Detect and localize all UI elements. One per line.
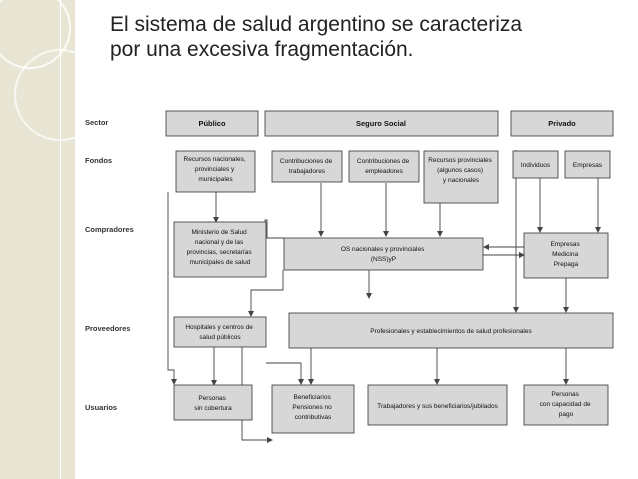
box-ministerio-salud: Ministerio de Salud nacional y de las pr… <box>173 221 267 278</box>
box-os-nacionales: OS nacionales y provinciales (NSS)yP <box>283 237 484 271</box>
profesionales-text: Profesionales y establecimientos de salu… <box>370 328 532 335</box>
individuos-text: Individuos <box>521 162 551 169</box>
slide-title: El sistema de salud argentino se caracte… <box>110 12 630 62</box>
box-empresas: Empresas <box>564 150 611 179</box>
box-trabajadores: Trabajadores y sus beneficiarios/jubilad… <box>367 384 508 426</box>
sector-publico: Público <box>165 110 259 137</box>
contribuciones-trabajadores-text: Contribuciones de trabajadores <box>280 158 334 175</box>
row-label-fondos: Fondos <box>85 156 112 165</box>
decorative-circles <box>0 0 75 141</box>
title-line-1: El sistema de salud argentino se caracte… <box>110 13 523 36</box>
row-label-sector: Sector <box>85 118 108 127</box>
row-label-usuarios: Usuarios <box>85 403 117 412</box>
trabajadores-text: Trabajadores y sus beneficiarios/jubilad… <box>377 403 499 410</box>
box-recursos-provinciales: Recursos provinciales (algunos casos) y … <box>423 150 499 204</box>
box-hospitales: Hospitales y centros de salud públicos <box>173 316 267 348</box>
row-label-proveedores: Proveedores <box>85 324 130 333</box>
ministerio-salud-text: Ministerio de Salud nacional y de las pr… <box>187 229 254 266</box>
capacidad-pago-text: Personas con capacidad de pago <box>540 391 593 418</box>
connectors <box>167 150 601 443</box>
decorative-sidebar <box>0 0 75 479</box>
empresas-prepaga-text: Empresas Medicina Prepaga <box>550 241 581 268</box>
box-profesionales: Profesionales y establecimientos de salu… <box>288 312 614 349</box>
sector-seguro-social: Seguro Social <box>264 110 499 137</box>
sector-publico-label: Público <box>198 119 226 128</box>
empresas-text: Empresas <box>573 162 603 169</box>
sidebar-divider <box>60 0 61 479</box>
box-beneficiarios: Beneficiarios Pensiones no contributivas <box>271 384 355 434</box>
box-sin-cobertura: Personas sin cobertura <box>173 384 253 421</box>
title-line-2: por una excesiva fragmentación. <box>110 38 414 61</box>
row-label-compradores: Compradores <box>85 225 134 234</box>
sector-seguro-social-label: Seguro Social <box>356 119 406 128</box>
box-capacidad-pago: Personas con capacidad de pago <box>523 384 609 426</box>
beneficiarios-text: Beneficiarios Pensiones no contributivas <box>292 394 333 421</box>
recursos-nacionales-text: Recursos nacionales, provinciales y muni… <box>184 156 248 183</box>
hospitales-text: Hospitales y centros de salud públicos <box>185 324 254 341</box>
box-contribuciones-trabajadores: Contribuciones de trabajadores <box>271 150 343 183</box>
sector-privado-label: Privado <box>548 119 576 128</box>
os-nacionales-text: OS nacionales y provinciales (NSS)yP <box>341 246 426 263</box>
contribuciones-empleadores-text: Contribuciones de empleadores <box>357 158 411 175</box>
box-contribuciones-empleadores: Contribuciones de empleadores <box>348 150 420 183</box>
box-empresas-prepaga: Empresas Medicina Prepaga <box>523 232 609 279</box>
sector-privado: Privado <box>510 110 614 137</box>
sin-cobertura-text: Personas sin cobertura <box>194 395 232 412</box>
recursos-provinciales-text: Recursos provinciales (algunos casos) y … <box>428 157 493 184</box>
box-recursos-nacionales: Recursos nacionales, provinciales y muni… <box>175 150 256 193</box>
box-individuos: Individuos <box>512 150 559 179</box>
